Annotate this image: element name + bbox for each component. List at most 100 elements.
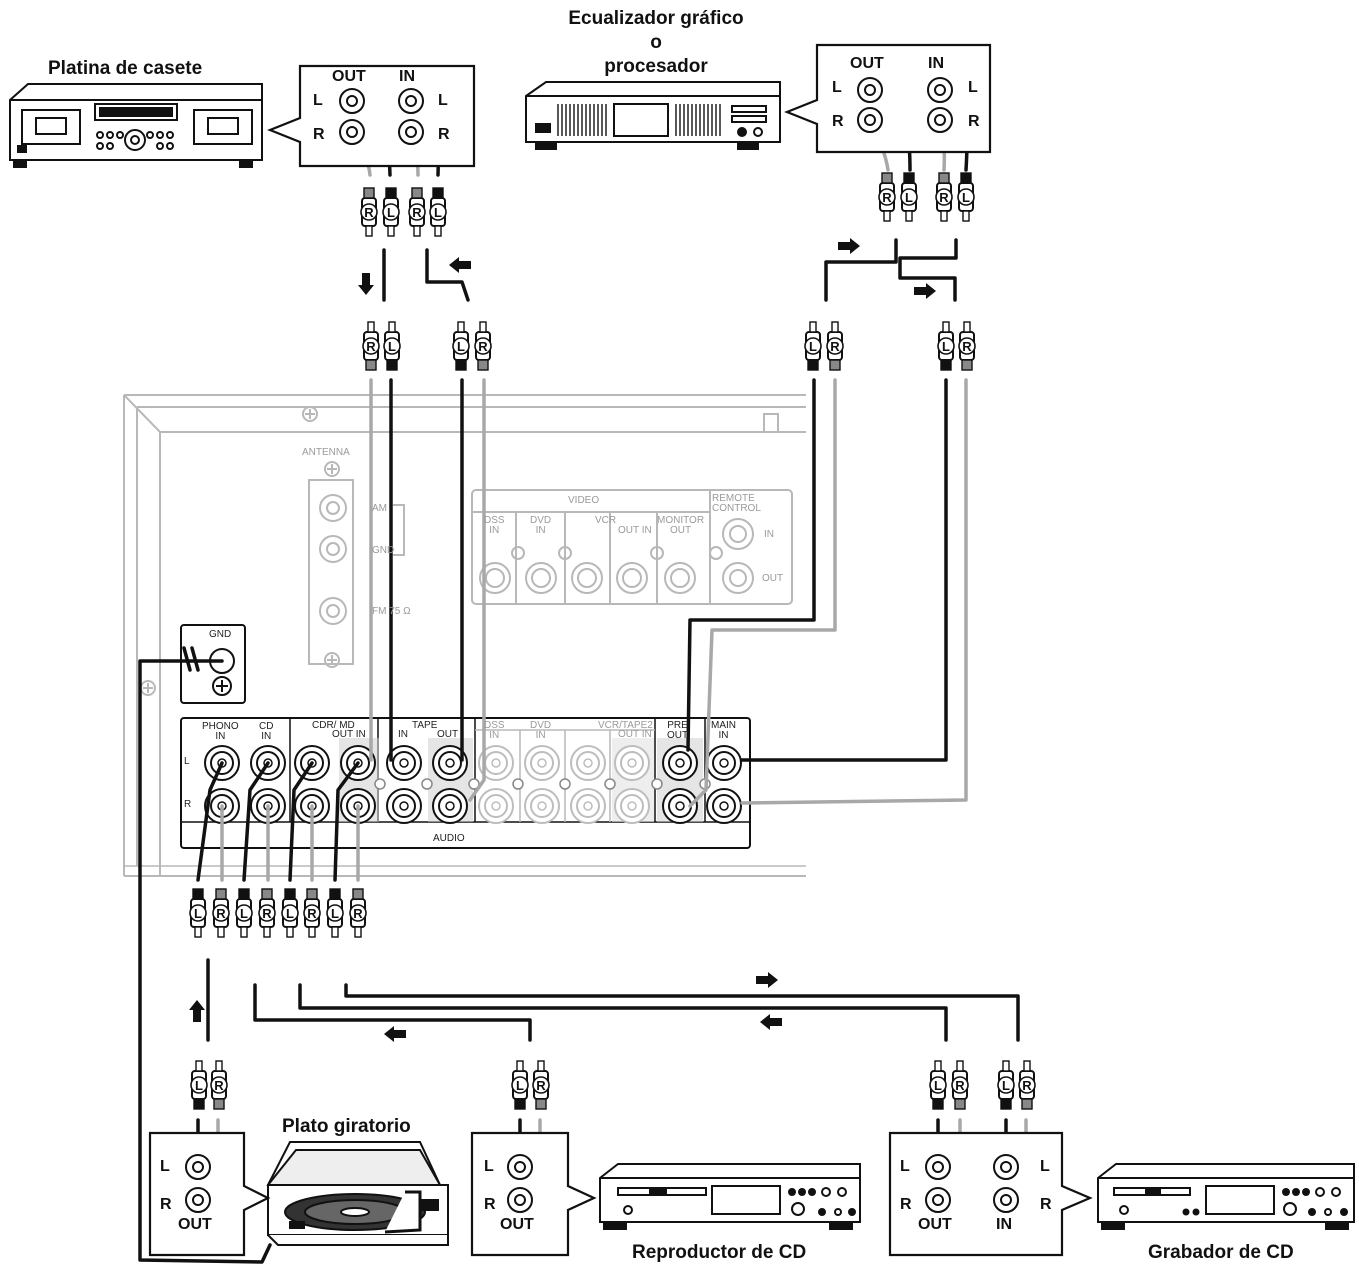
cdr-l-label-left: L (900, 1158, 910, 1175)
plug-badge (929, 1076, 947, 1094)
plug-label: L (388, 339, 396, 354)
plug-label: R (962, 339, 972, 354)
device-jack (185, 1154, 211, 1180)
rca-plug-l: L (235, 888, 253, 938)
plug-label: L (809, 339, 817, 354)
phono-l-cable (196, 761, 224, 882)
plug-tip (413, 225, 421, 237)
panel-cdr-md-label: CDR/ MD (312, 720, 355, 731)
cdr-in-cable (344, 983, 1020, 1042)
audio-jack (570, 745, 606, 781)
device-jack-pin (1000, 1194, 1012, 1206)
cassette-l-label-right: L (438, 92, 448, 109)
audio-jack (524, 745, 560, 781)
rca-plug-r: R (474, 321, 492, 371)
plug-label: R (830, 339, 840, 354)
plug-tip (831, 321, 839, 333)
panel-video-label: VIDEO (568, 495, 600, 506)
turntable-title: Plato giratorio (282, 1116, 411, 1137)
device-jack (339, 119, 365, 145)
main-in-l-run (740, 378, 948, 762)
rca-plug-l: L (511, 1060, 529, 1110)
plug-tip (434, 225, 442, 237)
turntable-l-label: L (160, 1158, 170, 1175)
panel-monitor-out-label: MONITOR OUT (657, 515, 705, 536)
device-jack-pin (932, 1161, 944, 1173)
pre-out-l-run (686, 378, 816, 752)
plug-tip (883, 210, 891, 222)
arrow-left (384, 1026, 406, 1042)
audio-jack-pin (583, 758, 593, 768)
plug-label: R (262, 906, 272, 921)
plug-label: L (194, 906, 202, 921)
audio-jack-pin (537, 801, 547, 811)
audio-jack (662, 745, 698, 781)
plug-label: R (536, 1078, 546, 1093)
device-jack (925, 1154, 951, 1180)
plug-tip (286, 926, 294, 938)
rca-plug-l: L (900, 172, 918, 222)
plug-grip (238, 888, 250, 900)
device-jack (857, 107, 883, 133)
plug-label: R (412, 205, 422, 220)
rca-plug-l: L (929, 1060, 947, 1110)
rca-plug-r: R (212, 888, 230, 938)
plug-grip (960, 172, 972, 184)
panel-remote-out-label: OUT (762, 573, 784, 584)
plug-label: L (434, 205, 442, 220)
plug-grip (807, 359, 819, 371)
eq-l-label-left: L (832, 79, 842, 96)
signal-arrows (189, 238, 936, 1042)
plug-grip (329, 888, 341, 900)
arrow-right (914, 283, 936, 299)
audio-jack-ring (576, 794, 600, 818)
panel-am-label: AM (372, 503, 387, 514)
plug-grip (961, 359, 973, 371)
cdr-out-l-cable (288, 761, 314, 882)
plug-tip (809, 321, 817, 333)
audio-jack-pin (445, 801, 455, 811)
device-jack (507, 1154, 533, 1180)
plug-tip (905, 210, 913, 222)
rca-plug-r: R (878, 172, 896, 222)
rca-plug-r: R (951, 1060, 969, 1110)
rca-plug-r: R (826, 321, 844, 371)
panel-screw (559, 778, 571, 790)
rca-plug-l: L (452, 321, 470, 371)
plug-grip (881, 172, 893, 184)
panel-vcr-tape2-label: VCR/TAPE2 (598, 720, 653, 731)
rca-plug-r: R (360, 187, 378, 237)
audio-jack (432, 788, 468, 824)
plug-tip (934, 1060, 942, 1072)
plug-label: R (216, 906, 226, 921)
cassette-in-label: IN (399, 68, 415, 85)
plug-label: L (195, 1078, 203, 1093)
audio-jack-ring (530, 751, 554, 775)
plug-badge (408, 203, 426, 221)
rca-plug-l: L (383, 321, 401, 371)
panel-phono-in-label: PHONO IN (202, 721, 239, 742)
device-jack-pin (514, 1161, 526, 1173)
main-in-r-run (740, 378, 968, 805)
plug-label: R (939, 190, 949, 205)
plug-badge (212, 904, 230, 922)
rca-plug-r: R (532, 1060, 550, 1110)
plug-tip (962, 210, 970, 222)
plug-tip (387, 225, 395, 237)
rca-plug-r: R (408, 187, 426, 237)
eq-r-label-left: R (832, 113, 844, 130)
audio-jack-pin (307, 758, 317, 768)
plug-badge (360, 203, 378, 221)
plug-grip (938, 172, 950, 184)
audio-jack-ring (530, 794, 554, 818)
rca-plug-r: R (362, 321, 380, 371)
audio-jack (386, 745, 422, 781)
panel-screw (468, 778, 480, 790)
audio-jack-ring (256, 751, 280, 775)
audio-jack (614, 745, 650, 781)
cd-recorder-illustration (1097, 1163, 1355, 1230)
audio-jack (662, 788, 698, 824)
audio-jack-ring (392, 751, 416, 775)
rca-plug-l: L (997, 1060, 1015, 1110)
plug-label: L (905, 190, 913, 205)
